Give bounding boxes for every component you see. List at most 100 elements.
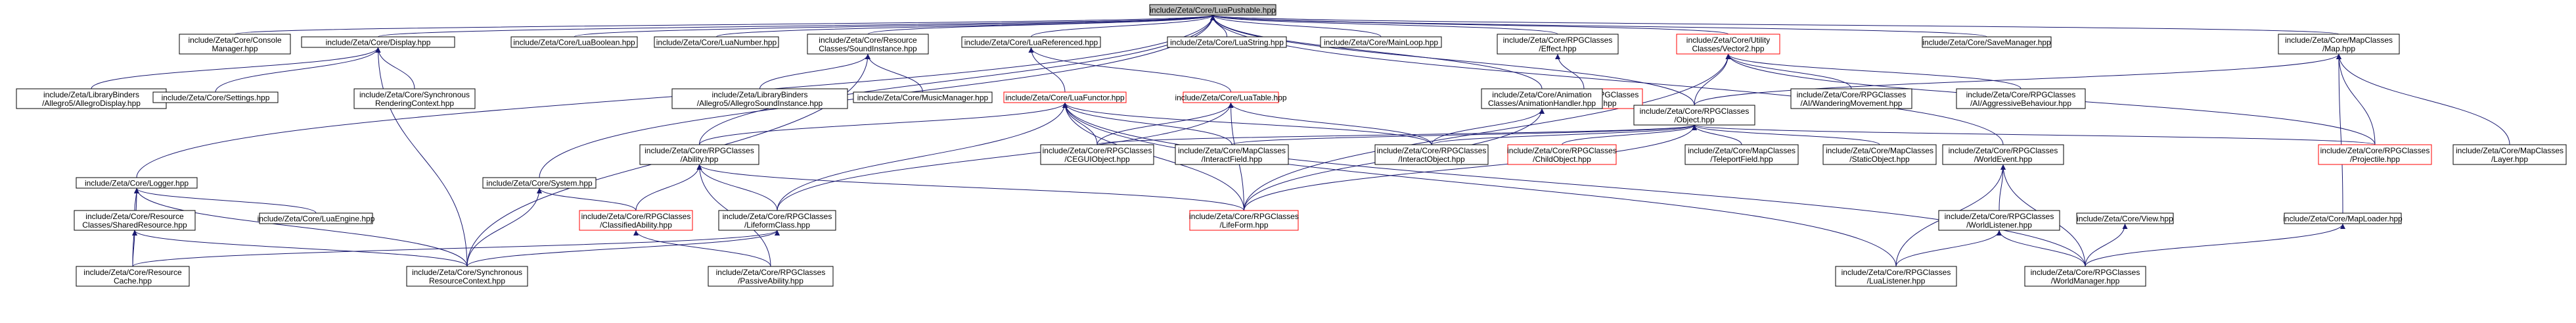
header-node[interactable]: include/Zeta/Core/RPGClasses/PassiveAbil… — [708, 266, 834, 287]
header-node[interactable]: include/Zeta/Core/UtilityClasses/Vector2… — [1676, 34, 1780, 55]
dependency-edge — [2085, 223, 2128, 267]
dependency-edge — [574, 14, 1215, 37]
root-header-node[interactable]: include/Zeta/Core/LuaPushable.hpp — [1149, 4, 1277, 16]
header-node[interactable]: include/Zeta/Core/RPGClasses/AI/Wanderin… — [1790, 88, 1912, 109]
header-node[interactable]: include/Zeta/Core/System.hpp — [482, 177, 597, 189]
dependency-edge — [1431, 108, 1545, 145]
node-label: /Object.hpp — [1674, 115, 1715, 124]
node-label: /ChildObject.hpp — [1533, 155, 1591, 164]
header-node[interactable]: include/Zeta/Core/LuaNumber.hpp — [654, 36, 779, 48]
node-box — [1183, 91, 1279, 103]
node-label: /PassiveAbility.hpp — [738, 276, 803, 286]
node-label: include/Zeta/Core/MapClasses — [2285, 36, 2393, 45]
node-label: include/Zeta/Core/LuaBoolean.hpp — [513, 38, 635, 47]
dependency-edge — [215, 47, 381, 93]
header-node[interactable]: include/Zeta/Core/MapLoader.hpp — [2283, 212, 2403, 224]
header-node[interactable]: include/Zeta/Core/MapClasses/Layer.hpp — [2452, 144, 2567, 165]
header-node[interactable]: include/Zeta/Core/SaveManager.hpp — [1922, 36, 2052, 48]
dependency-edge — [1244, 124, 1697, 211]
header-node[interactable]: include/Zeta/Core/MainLoop.hpp — [1320, 36, 1442, 48]
dependency-edge — [1895, 230, 2002, 267]
header-node[interactable]: include/Zeta/Core/SynchronousResourceCon… — [406, 266, 528, 287]
header-node[interactable]: include/Zeta/Core/RPGClasses/CEGUIObject… — [1040, 144, 1154, 165]
header-node[interactable]: include/Zeta/Core/MapClasses/TeleportFie… — [1684, 144, 1799, 165]
dependency-edge — [1210, 14, 1987, 37]
header-node[interactable]: include/Zeta/Core/MapClasses/InteractFie… — [1175, 144, 1289, 165]
node-label: /Allegro5/AllegroDisplay.hpp — [42, 99, 141, 108]
header-node[interactable]: include/Zeta/Core/RPGClasses/InteractObj… — [1374, 144, 1489, 165]
node-box — [654, 36, 779, 48]
header-node[interactable]: include/Zeta/Core/LuaString.hpp — [1167, 36, 1287, 48]
node-label: ResourceContext.hpp — [429, 276, 505, 286]
dependency-edge — [2336, 53, 2376, 145]
node-box — [1481, 88, 1603, 109]
header-node[interactable]: include/Zeta/Core/RPGClasses/Effect.hpp — [1497, 34, 1619, 55]
header-node[interactable]: include/Zeta/Core/Settings.hpp — [152, 91, 279, 103]
dependency-edge — [1725, 53, 1852, 89]
header-node[interactable]: include/Zeta/Core/LuaEngine.hpp — [258, 212, 375, 224]
header-node[interactable]: include/Zeta/Core/LuaBoolean.hpp — [510, 36, 638, 48]
header-node[interactable]: include/Zeta/LibraryBinders/Allegro5/All… — [16, 88, 167, 109]
dependency-edge — [1725, 53, 2022, 89]
dependency-edge — [235, 14, 1215, 35]
header-node[interactable]: include/Zeta/Core/RPGClasses/Projectile.… — [2318, 144, 2432, 165]
header-node[interactable]: include/Zeta/Core/LuaReferenced.hpp — [961, 36, 1101, 48]
header-node[interactable]: include/Zeta/Core/RPGClasses/LifeformCla… — [718, 210, 836, 231]
header-node[interactable]: include/Zeta/Core/AnimationClasses/Anima… — [1481, 88, 1603, 109]
dependency-edge — [1028, 47, 1066, 93]
node-label: Manager.hpp — [212, 44, 258, 53]
node-label: /Allegro5/AllegroSoundInstance.hpp — [697, 99, 823, 108]
header-node[interactable]: include/Zeta/Core/View.hpp — [2076, 212, 2174, 224]
header-node[interactable]: include/Zeta/Core/RPGClasses/Object.hpp — [1633, 105, 1755, 126]
node-label: include/Zeta/Core/RPGClasses — [1842, 268, 1951, 277]
header-nodes: include/Zeta/Core/LuaPushable.hpp include… — [16, 4, 2567, 287]
header-node[interactable]: include/Zeta/Core/LuaFunctor.hpp — [1003, 91, 1127, 103]
node-label: include/Zeta/Core/LuaFunctor.hpp — [1005, 93, 1125, 103]
header-node[interactable]: include/Zeta/Core/RPGClasses/WorldListen… — [1938, 210, 2060, 231]
dependency-edge — [1028, 47, 1231, 93]
dependency-edge — [759, 53, 870, 89]
dependency-edge — [777, 102, 1068, 211]
dependency-edge — [2085, 223, 2345, 267]
header-node[interactable]: include/Zeta/Core/RPGClasses/LifeForm.hp… — [1189, 210, 1299, 231]
node-label: include/Zeta/Core/RPGClasses — [581, 212, 691, 221]
node-label: /WorldListener.hpp — [1966, 220, 2032, 230]
node-box — [301, 36, 455, 48]
dependency-edge — [1997, 230, 2086, 267]
header-node[interactable]: include/Zeta/Core/RPGClasses/AI/Aggressi… — [1956, 88, 2086, 109]
dependency-edge — [1692, 124, 1880, 145]
header-node[interactable]: include/Zeta/Core/MapClasses/Map.hpp — [2278, 34, 2400, 55]
dependency-edge — [466, 230, 780, 267]
node-label: /InteractField.hpp — [1202, 155, 1263, 164]
node-label: include/Zeta/Core/RPGClasses — [1189, 212, 1299, 221]
dependency-edge — [1210, 14, 1695, 106]
header-node[interactable]: include/Zeta/Core/MapClasses/StaticObjec… — [1822, 144, 1937, 165]
node-label: include/Zeta/Core/RPGClasses — [1949, 146, 2058, 155]
node-label: include/Zeta/Core/MapClasses — [1688, 146, 1796, 155]
header-node[interactable]: include/Zeta/Core/RPGClasses/LuaListener… — [1835, 266, 1957, 287]
header-node[interactable]: include/Zeta/Core/RPGClasses/WorldEvent.… — [1942, 144, 2064, 165]
node-label: include/Zeta/Core/RPGClasses — [2320, 146, 2430, 155]
node-label: include/Zeta/Core/Synchronous — [359, 90, 470, 99]
node-box — [1040, 144, 1154, 165]
header-node[interactable]: include/Zeta/Core/RPGClasses/ClassifiedA… — [579, 210, 693, 231]
header-node[interactable]: include/Zeta/Core/Logger.hpp — [76, 177, 198, 189]
header-node[interactable]: include/Zeta/Core/Display.hpp — [301, 36, 455, 48]
header-node[interactable]: include/Zeta/LibraryBinders/Allegro5/All… — [671, 88, 848, 109]
node-label: include/Zeta/Core/Resource — [819, 36, 917, 45]
header-node[interactable]: include/Zeta/Core/RPGClasses/Ability.hpp — [639, 144, 759, 165]
header-node[interactable]: include/Zeta/Core/ResourceClasses/Shared… — [74, 210, 196, 231]
node-label: /LifeForm.hpp — [1219, 220, 1268, 230]
node-label: include/Zeta/Core/RPGClasses — [1377, 146, 1487, 155]
header-node[interactable]: include/Zeta/Core/LuaTable.hpp — [1175, 91, 1287, 103]
header-node[interactable]: include/Zeta/Core/ResourceClasses/SoundI… — [807, 34, 929, 55]
header-node[interactable]: include/Zeta/Core/SynchronousRenderingCo… — [353, 88, 476, 109]
node-label: include/Zeta/Core/RPGClasses — [1797, 90, 1907, 99]
header-node[interactable]: include/Zeta/Core/MusicManager.hpp — [853, 91, 993, 103]
node-box — [579, 210, 693, 231]
header-node[interactable]: include/Zeta/Core/RPGClasses/ChildObject… — [1507, 144, 1617, 165]
header-node[interactable]: include/Zeta/Core/RPGClasses/WorldManage… — [2024, 266, 2146, 287]
